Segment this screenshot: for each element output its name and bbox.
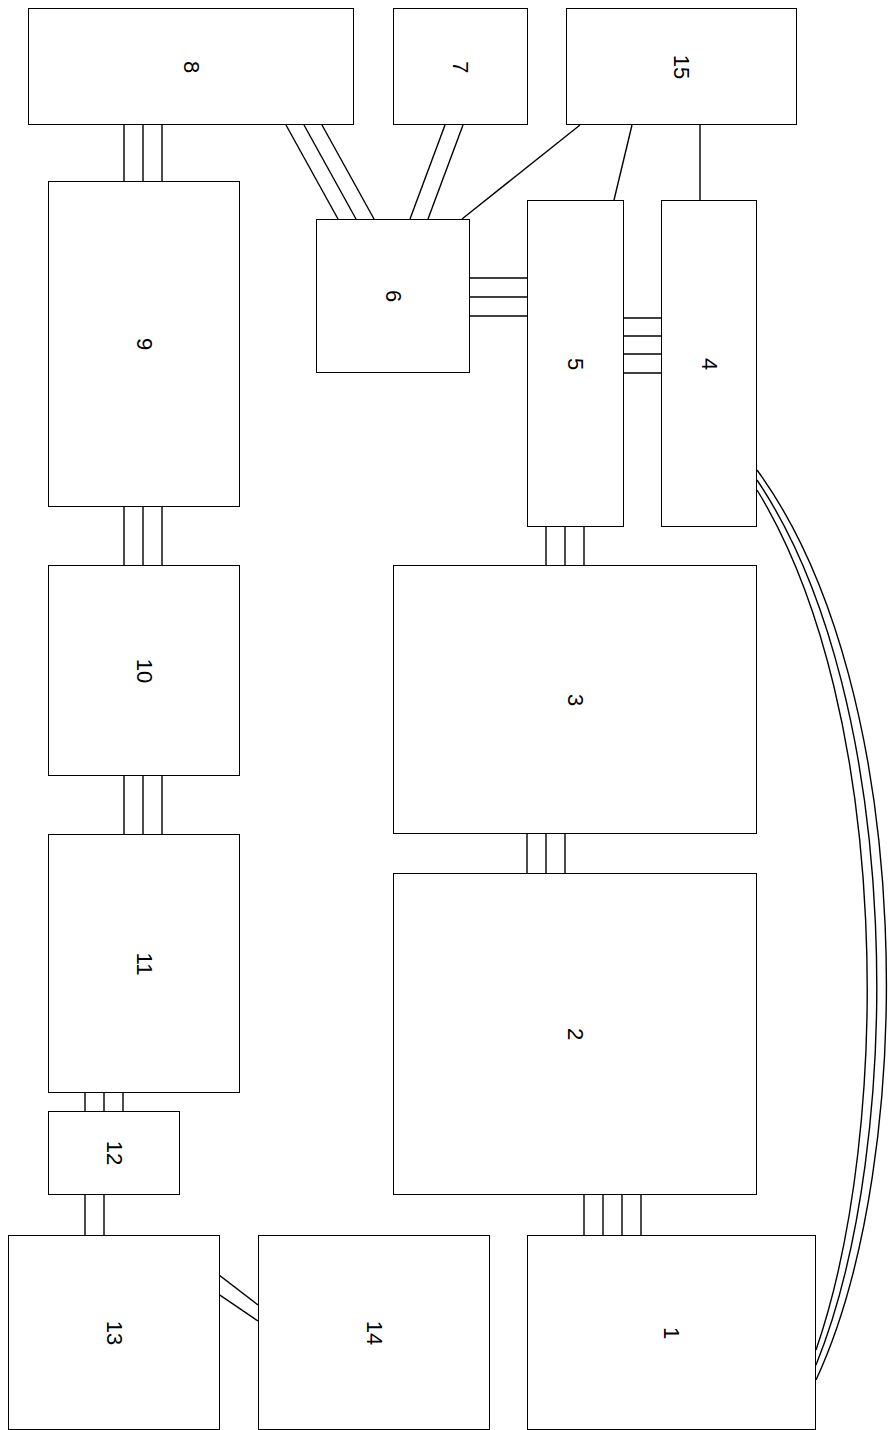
relationship-line <box>142 776 143 834</box>
activity-box: 5 <box>527 200 624 527</box>
box-number: 4 <box>698 357 720 369</box>
box-number: 9 <box>133 338 155 350</box>
relationship-line <box>757 480 877 1365</box>
relationship-line <box>84 1093 85 1111</box>
relationship-line <box>624 335 661 336</box>
relationship-line <box>142 507 143 565</box>
activity-box: 1 <box>527 1235 816 1430</box>
relationship-line <box>410 125 445 219</box>
relationship-line <box>583 527 584 565</box>
relationship-line <box>470 277 527 278</box>
relationship-line <box>526 834 527 873</box>
relationship-line <box>103 1195 104 1235</box>
relationship-line <box>161 125 162 181</box>
box-number: 3 <box>564 693 586 705</box>
relationship-line <box>624 317 661 318</box>
relationship-line <box>103 1093 104 1111</box>
activity-box: 4 <box>661 200 757 527</box>
relationship-line <box>470 296 527 297</box>
relationship-line <box>640 1195 641 1235</box>
relationship-line <box>123 125 124 181</box>
box-number: 1 <box>661 1326 683 1338</box>
box-number: 6 <box>382 290 404 302</box>
activity-box: 10 <box>48 565 240 776</box>
relationship-line <box>757 490 867 1350</box>
relationship-line <box>161 776 162 834</box>
box-number: 12 <box>103 1141 125 1165</box>
relationship-line <box>624 353 661 354</box>
activity-box: 3 <box>393 565 757 834</box>
relationship-line <box>122 1093 123 1111</box>
box-number: 14 <box>363 1320 385 1344</box>
relationship-line <box>123 507 124 565</box>
activity-box: 6 <box>316 219 470 373</box>
activity-box: 12 <box>48 1111 180 1195</box>
relationship-line <box>428 125 463 219</box>
activity-box: 2 <box>393 873 757 1195</box>
relationship-line <box>161 507 162 565</box>
activity-box: 8 <box>28 8 354 125</box>
box-number: 10 <box>133 658 155 682</box>
relationship-line <box>624 372 661 373</box>
relationship-line <box>322 125 374 219</box>
relationship-line <box>123 776 124 834</box>
relationship-line <box>84 1195 85 1235</box>
relationship-line <box>545 527 546 565</box>
activity-box: 7 <box>393 8 528 125</box>
box-number: 2 <box>564 1028 586 1040</box>
box-number: 11 <box>133 952 155 975</box>
relationship-line <box>602 1195 603 1235</box>
relationship-line <box>470 315 527 316</box>
relationship-line <box>564 527 565 565</box>
box-number: 5 <box>565 357 587 369</box>
activity-box: 13 <box>8 1235 220 1430</box>
box-number: 8 <box>180 60 202 72</box>
box-number: 15 <box>670 54 692 78</box>
relationship-line <box>564 834 565 873</box>
relationship-line <box>583 1195 584 1235</box>
activity-box: 11 <box>48 834 240 1093</box>
activity-box: 9 <box>48 181 240 507</box>
relationship-line <box>621 1195 622 1235</box>
activity-box: 14 <box>258 1235 490 1430</box>
box-number: 7 <box>450 60 472 72</box>
relationship-line <box>545 834 546 873</box>
relationship-line <box>614 125 632 200</box>
relationship-line <box>699 125 700 200</box>
activity-box: 15 <box>566 8 797 125</box>
relationship-line <box>142 125 143 181</box>
box-number: 13 <box>103 1320 125 1344</box>
